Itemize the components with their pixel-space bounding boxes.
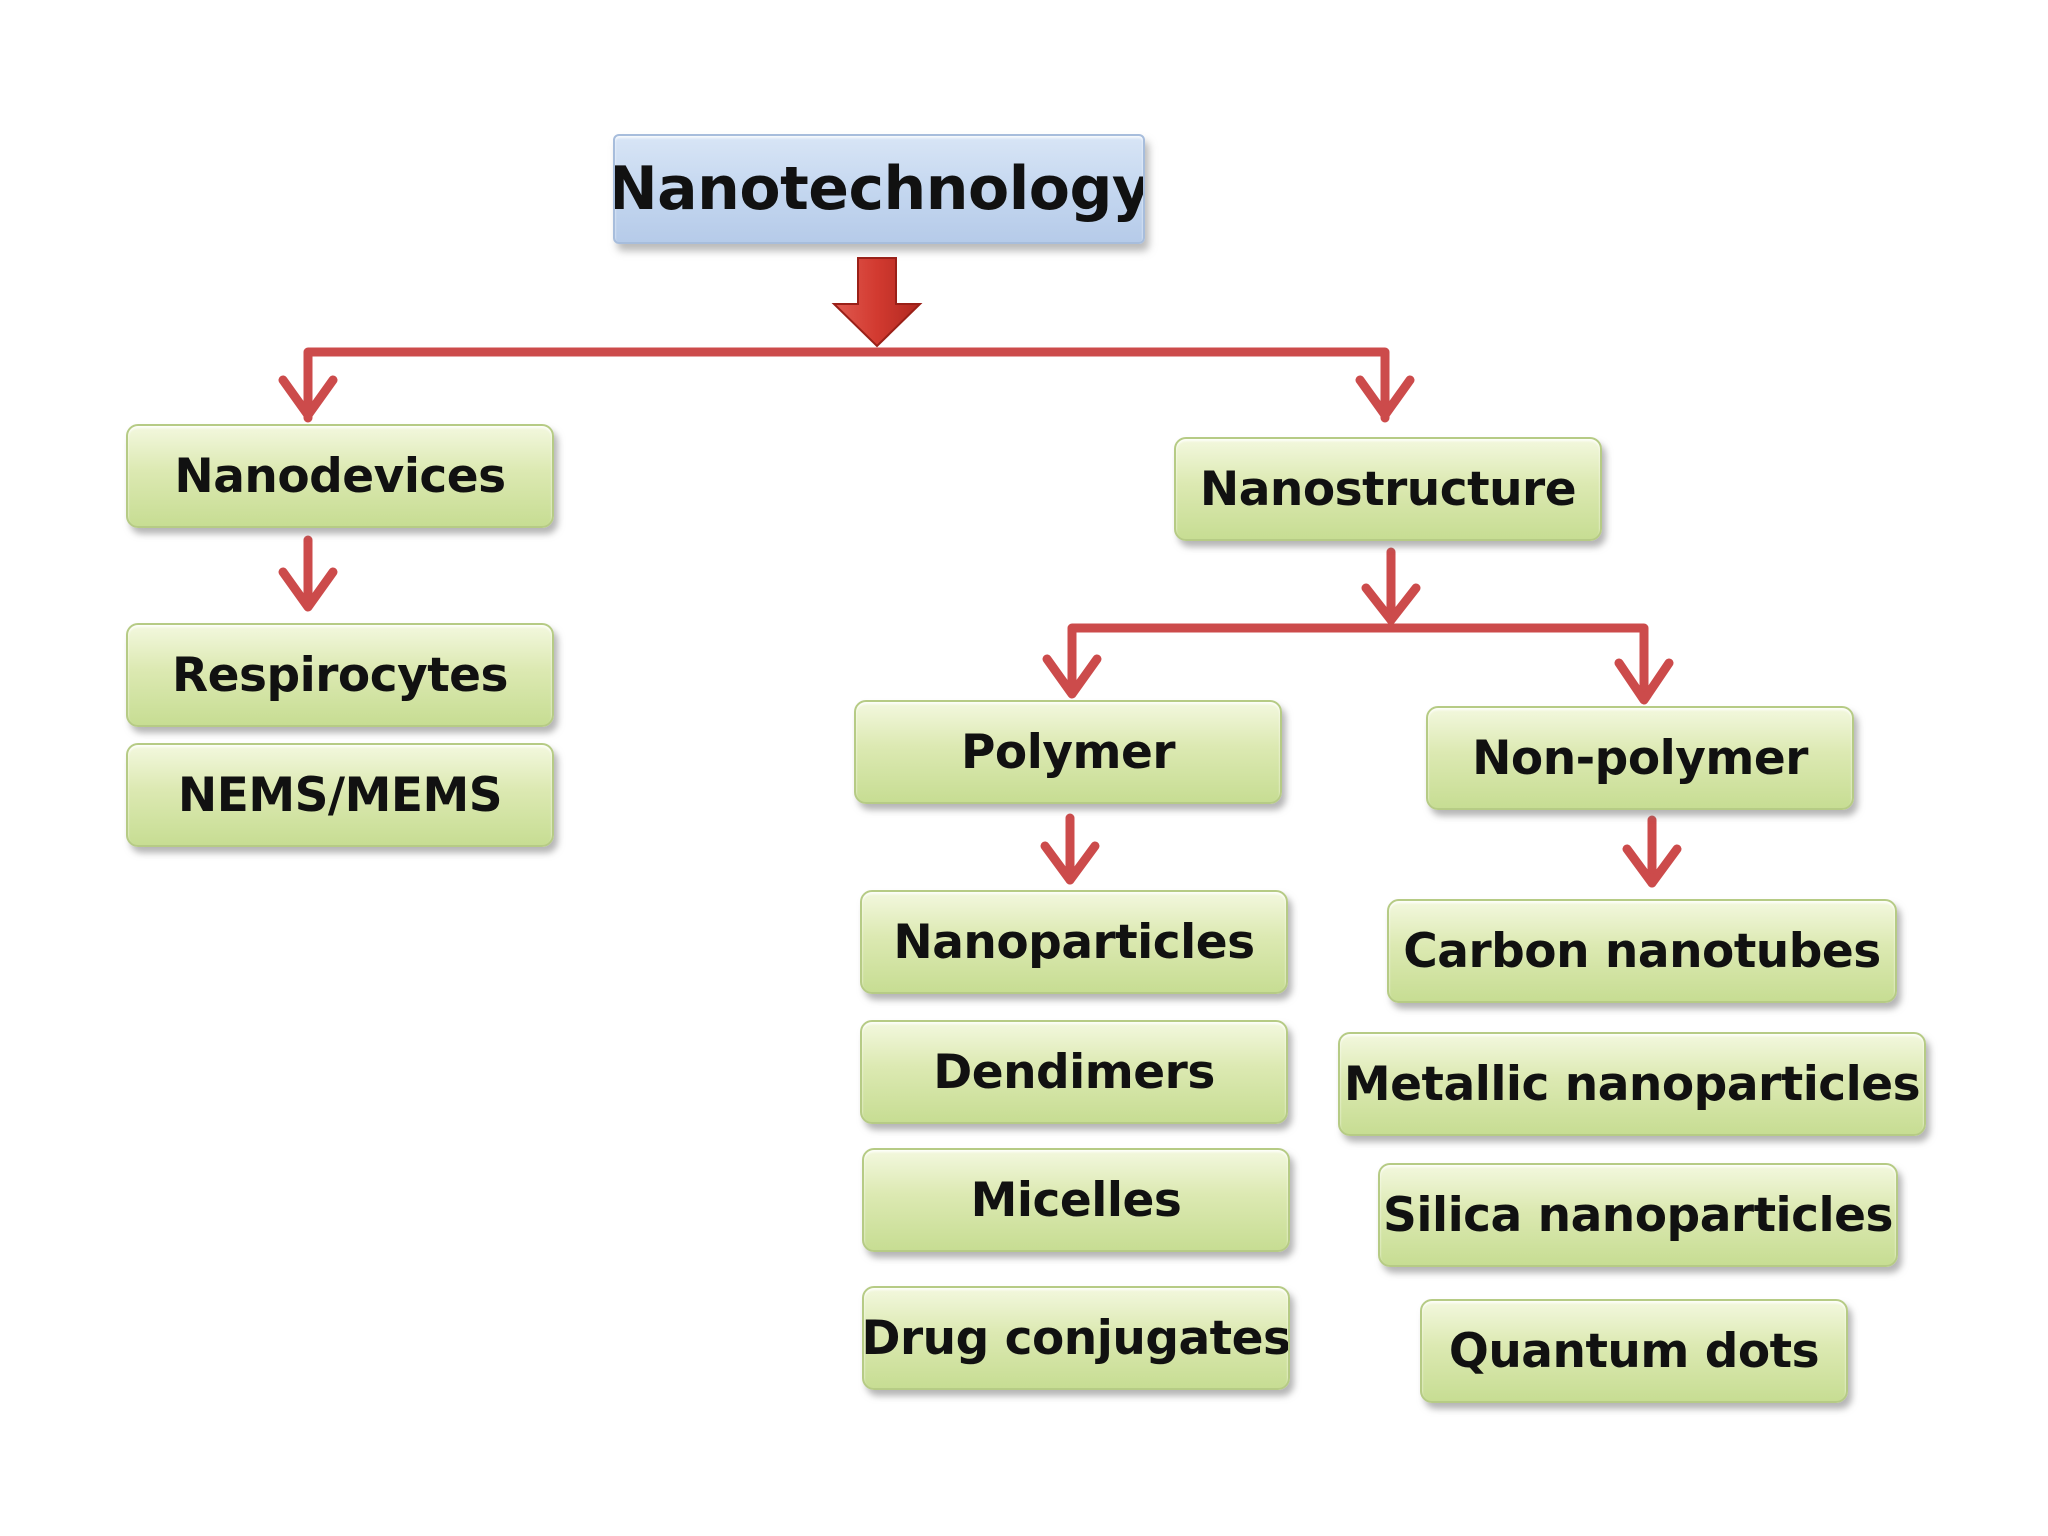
arrowhead-nanoparticles [1040, 841, 1100, 885]
arrowhead-carbon-nanotubes [1622, 844, 1682, 888]
arrowhead-non-polymer [1614, 658, 1674, 705]
node-metallic-nanoparticles: Metallic nanoparticles [1338, 1032, 1926, 1136]
node-dendimers: Dendimers [860, 1020, 1288, 1124]
node-nems-mems: NEMS/MEMS [126, 743, 554, 847]
arrowhead-nanodevices [278, 375, 338, 420]
node-quantum-dots: Quantum dots [1420, 1299, 1848, 1403]
node-nanostructure: Nanostructure [1174, 437, 1602, 541]
node-respirocytes: Respirocytes [126, 623, 554, 727]
node-micelles: Micelles [862, 1148, 1290, 1252]
node-carbon-nanotubes: Carbon nanotubes [1387, 899, 1897, 1003]
arrowhead-polymer [1042, 654, 1102, 699]
big-arrow-icon [831, 257, 923, 348]
node-nanoparticles: Nanoparticles [860, 890, 1288, 994]
arrowhead-nanostructure-stem [1361, 583, 1421, 625]
node-nanodevices: Nanodevices [126, 424, 554, 528]
arrowhead-respirocytes [278, 567, 338, 612]
connector-root-bracket [303, 347, 1390, 423]
node-polymer: Polymer [854, 700, 1282, 804]
arrowhead-nanostructure [1355, 375, 1415, 420]
node-drug-conjugates: Drug conjugates [862, 1286, 1290, 1390]
node-silica-nanoparticles: Silica nanoparticles [1378, 1163, 1898, 1267]
connector-nanostructure-bracket [1067, 623, 1649, 703]
node-nanotechnology: Nanotechnology [613, 134, 1145, 244]
node-non-polymer: Non-polymer [1426, 706, 1854, 810]
